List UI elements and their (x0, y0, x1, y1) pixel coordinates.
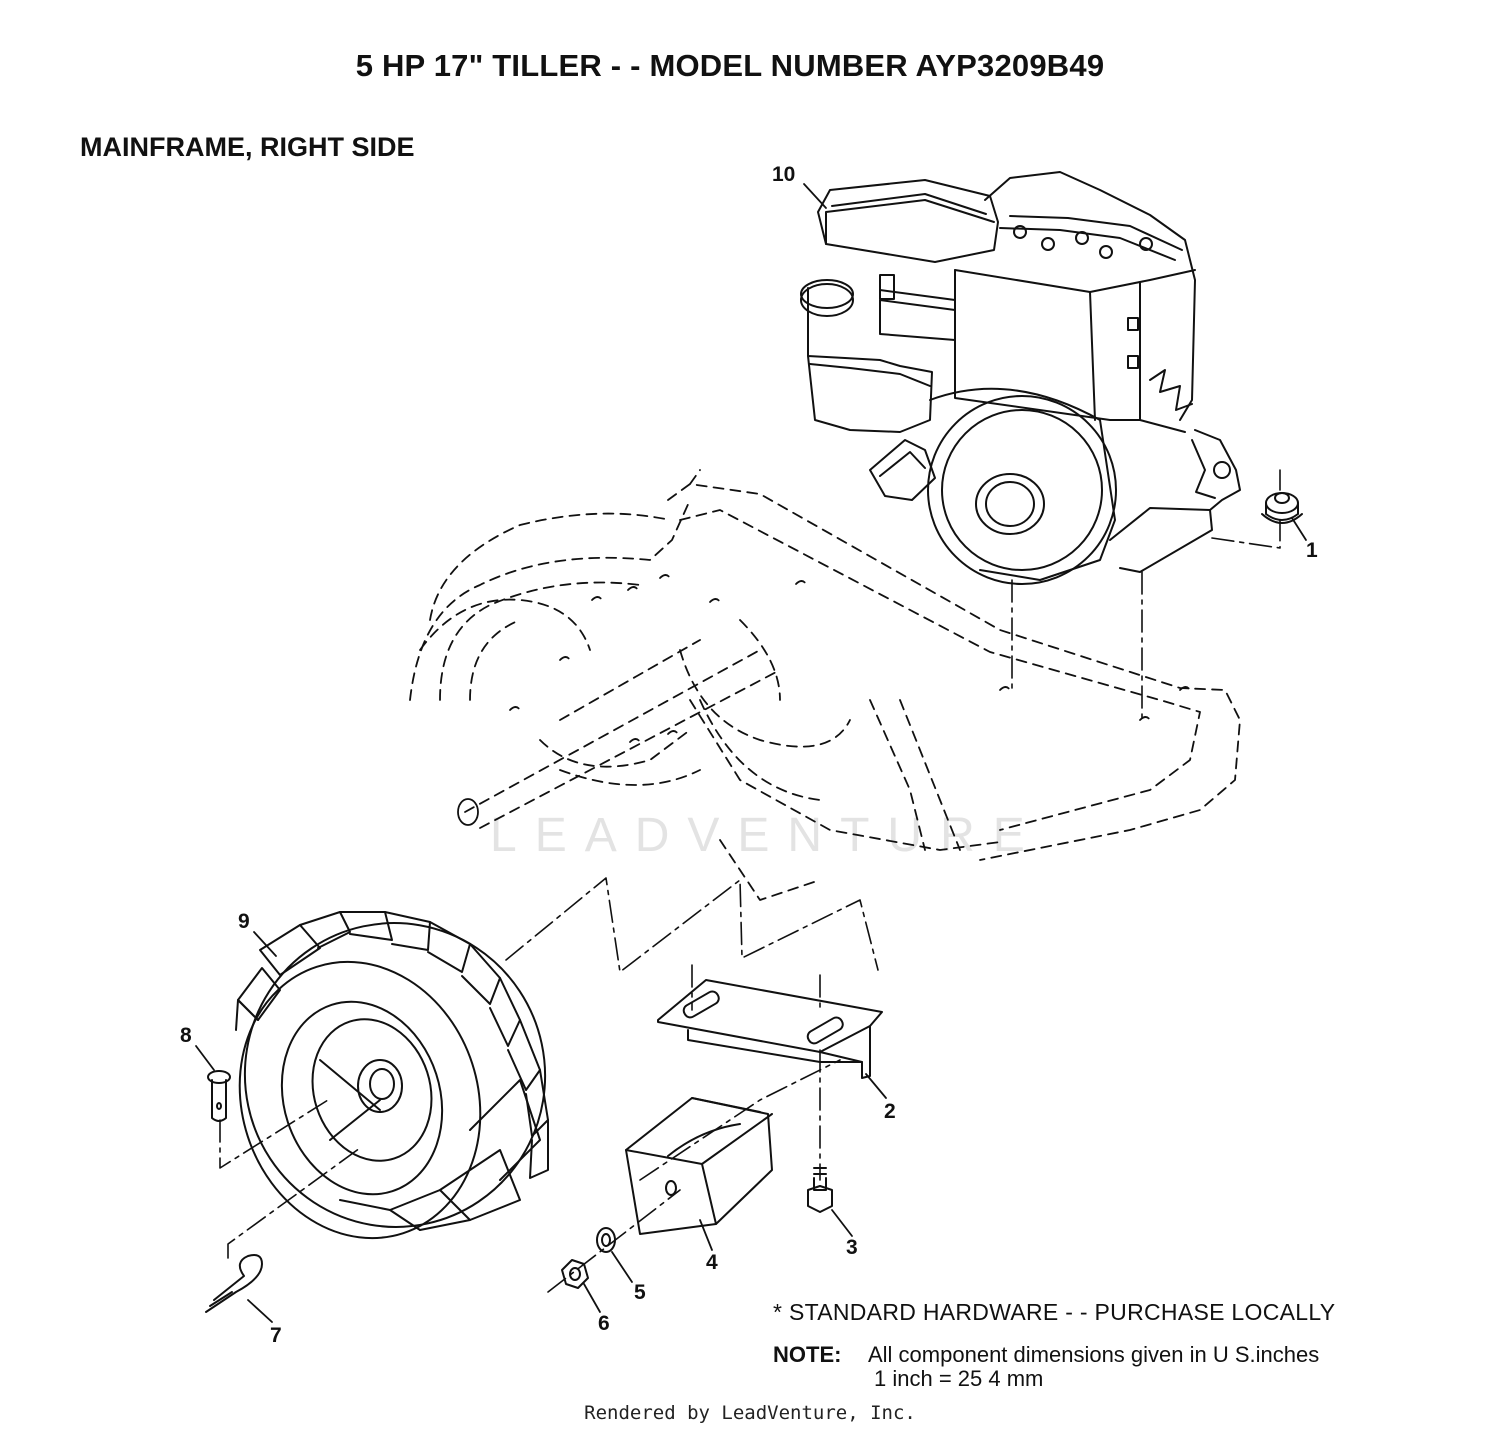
bolt-part-3[interactable] (807, 1167, 833, 1213)
watermark-text: LEADVENTURE (490, 809, 1043, 862)
callout-6[interactable]: 6 (598, 1312, 610, 1335)
callout-10[interactable]: 10 (772, 163, 796, 186)
hex-nut-part-1[interactable] (1261, 492, 1303, 524)
callout-1[interactable]: 1 (1306, 539, 1318, 562)
callout-3[interactable]: 3 (846, 1236, 858, 1259)
note-conversion: 1 inch = 25 4 mm (874, 1366, 1044, 1391)
hairpin-clip-part-7[interactable] (205, 1254, 263, 1313)
engine-part-10[interactable] (800, 171, 1241, 585)
weight-part-4[interactable] (625, 1097, 773, 1235)
tine-shaft-end (457, 798, 479, 826)
diagram-title: 5 HP 17" TILLER - - MODEL NUMBER AYP3209… (355, 48, 1105, 83)
footer-credit: Rendered by LeadVenture, Inc. (584, 1402, 916, 1424)
callout-9[interactable]: 9 (238, 910, 250, 933)
section-subtitle: MAINFRAME, RIGHT SIDE (80, 132, 415, 162)
wheel-tire-part-9[interactable] (205, 895, 574, 1269)
note-dimensions: All component dimensions given in U S.in… (868, 1342, 1320, 1367)
callout-7[interactable]: 7 (270, 1324, 282, 1347)
bracket-part-2[interactable] (657, 979, 883, 1079)
lockwasher-part-5[interactable] (596, 1227, 616, 1253)
nut-part-6[interactable] (561, 1259, 589, 1289)
callout-4[interactable]: 4 (706, 1251, 718, 1274)
mainframe-outline (409, 469, 1241, 901)
note-label: NOTE: (773, 1342, 842, 1367)
clevis-pin-part-8[interactable] (207, 1070, 231, 1122)
callout-8[interactable]: 8 (180, 1024, 192, 1047)
callout-5[interactable]: 5 (634, 1281, 646, 1304)
alignment-lines (219, 469, 1281, 1293)
standard-hardware-note: * STANDARD HARDWARE - - PURCHASE LOCALLY (773, 1299, 1336, 1325)
callout-leaders (195, 183, 1307, 1323)
callout-2[interactable]: 2 (884, 1100, 896, 1123)
